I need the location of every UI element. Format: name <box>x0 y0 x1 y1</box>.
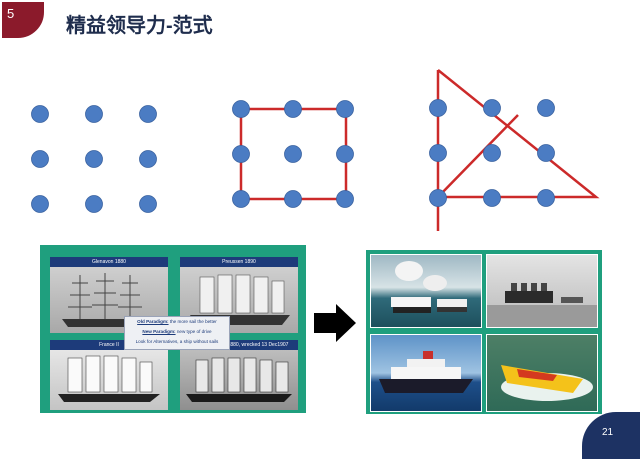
dot <box>336 145 354 163</box>
alternatives-text: Look for Alternatives, a ship without sa… <box>135 339 219 344</box>
slide-number: 5 <box>7 6 15 21</box>
dots-grid-plain <box>31 105 157 213</box>
dot <box>284 100 302 118</box>
slide-title: 精益领导力-范式 <box>66 15 213 37</box>
dot <box>139 195 157 213</box>
ship-caption: Thomas Lawson 1880, wrecked 13 Dec1907 <box>180 340 298 350</box>
steamboat-photo <box>370 254 482 328</box>
dot <box>483 99 501 117</box>
modern-ships-panel <box>366 250 602 414</box>
new-paradigm-text: new type of drive <box>175 329 212 334</box>
dot <box>31 195 49 213</box>
dot <box>31 105 49 123</box>
right-arrow-icon <box>314 304 356 342</box>
dot <box>483 144 501 162</box>
triangle-line <box>436 69 600 231</box>
paradigm-infobox: Old Paradigm: the more sail the better N… <box>124 316 230 350</box>
dot <box>232 190 250 208</box>
titanic-photo <box>486 254 598 328</box>
dot <box>85 105 103 123</box>
dot <box>336 190 354 208</box>
cruise-ship-photo <box>370 334 482 412</box>
dots-grid-square <box>232 100 354 208</box>
dot <box>232 100 250 118</box>
dot <box>31 150 49 168</box>
ship-caption: Preussen 1890 <box>180 257 298 267</box>
speedboat-photo <box>486 334 598 412</box>
dots-grid-triangle <box>429 69 600 231</box>
dot <box>537 189 555 207</box>
page-number: 21 <box>602 427 614 438</box>
sailing-ships-panel: Glenavon 1880 Preussen 1890 France II <box>40 245 306 413</box>
dot <box>284 145 302 163</box>
ship-photo-4: Thomas Lawson 1880, wrecked 13 Dec1907 <box>180 340 298 410</box>
new-paradigm-label: New Paradigm: <box>142 329 176 334</box>
dot <box>483 189 501 207</box>
dot <box>429 99 447 117</box>
slide-number-badge <box>0 0 46 40</box>
dot <box>429 144 447 162</box>
dot <box>139 105 157 123</box>
dot <box>139 150 157 168</box>
dot <box>336 100 354 118</box>
dot <box>232 145 250 163</box>
ship-caption: Glenavon 1880 <box>50 257 168 267</box>
dot <box>429 189 447 207</box>
nine-dots-diagrams <box>31 69 600 231</box>
ship-photo-3: France II <box>50 340 168 410</box>
dot <box>537 144 555 162</box>
old-paradigm-text: the more sail the better <box>168 319 217 324</box>
old-paradigm-label: Old Paradigm: <box>137 319 169 324</box>
dot <box>537 99 555 117</box>
dot <box>85 150 103 168</box>
ship-caption: France II <box>50 340 168 350</box>
dot <box>284 190 302 208</box>
dot <box>85 195 103 213</box>
